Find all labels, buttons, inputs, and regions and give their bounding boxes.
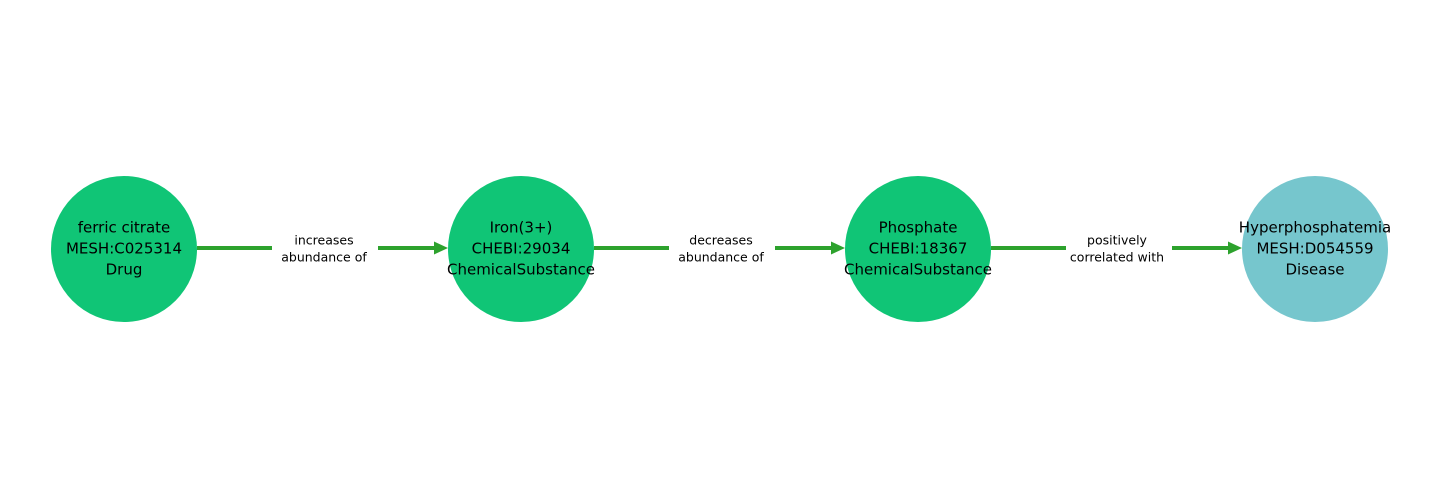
node-category: ChemicalSubstance bbox=[843, 260, 992, 279]
node-category: Drug bbox=[105, 260, 143, 279]
node-label-iron-3plus: Iron(3+) CHEBI:29034 ChemicalSubstance bbox=[401, 218, 641, 281]
edge-label-line: increases bbox=[294, 232, 354, 248]
edge-label-line: decreases bbox=[689, 232, 753, 248]
node-name: Phosphate bbox=[878, 218, 958, 237]
arrowhead-icon bbox=[1228, 241, 1242, 255]
node-name: Hyperphosphatemia bbox=[1238, 218, 1392, 237]
node-curie: MESH:D054559 bbox=[1256, 239, 1374, 258]
edge-increases-abundance-of bbox=[197, 241, 448, 255]
node-label-hyperphosphatemia: Hyperphosphatemia MESH:D054559 Disease bbox=[1195, 218, 1435, 281]
node-name: ferric citrate bbox=[77, 218, 171, 237]
edge-label-line: abundance of bbox=[678, 249, 764, 264]
edge-label-increases-abundance-of: increases abundance of bbox=[281, 233, 367, 266]
node-category: ChemicalSubstance bbox=[446, 260, 595, 279]
edge-decreases-abundance-of bbox=[594, 241, 845, 255]
node-label-phosphate: Phosphate CHEBI:18367 ChemicalSubstance bbox=[798, 218, 1038, 281]
node-name: Iron(3+) bbox=[489, 218, 553, 237]
node-iron-3plus[interactable] bbox=[448, 176, 594, 322]
edge-label-positively-correlated-with: positively correlated with bbox=[1070, 233, 1164, 266]
arrowhead-icon bbox=[434, 241, 448, 255]
node-curie: CHEBI:29034 bbox=[471, 239, 571, 258]
arrowhead-icon bbox=[831, 241, 845, 255]
node-label-ferric-citrate: ferric citrate MESH:C025314 Drug bbox=[4, 218, 244, 281]
edge-label-line: correlated with bbox=[1069, 249, 1165, 264]
node-phosphate[interactable] bbox=[845, 176, 991, 322]
node-curie: MESH:C025314 bbox=[65, 239, 182, 258]
edge-label-line: positively bbox=[1087, 232, 1147, 248]
edge-label-line: abundance of bbox=[281, 249, 367, 264]
node-hyperphosphatemia[interactable] bbox=[1242, 176, 1388, 322]
node-curie: CHEBI:18367 bbox=[868, 239, 968, 258]
node-ferric-citrate[interactable] bbox=[51, 176, 197, 322]
edge-positively-correlated-with bbox=[991, 241, 1242, 255]
node-category: Disease bbox=[1285, 260, 1345, 279]
edge-label-decreases-abundance-of: decreases abundance of bbox=[678, 233, 764, 266]
